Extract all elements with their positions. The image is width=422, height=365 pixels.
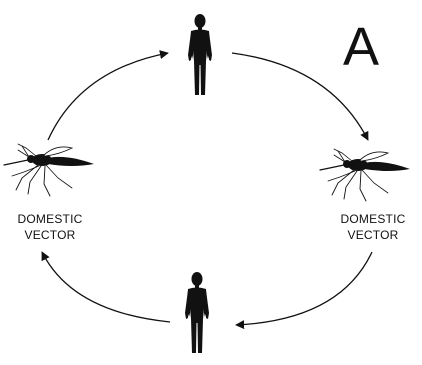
human-icon-bottom [185, 272, 209, 353]
arrow-right-to-bottom [236, 252, 372, 325]
panel-letter: A [343, 20, 379, 74]
human-icon-top [188, 14, 212, 95]
right-node-label: DOMESTIC VECTOR [318, 211, 422, 243]
mosquito-icon-right [320, 149, 410, 201]
left-label-line2: VECTOR [0, 227, 105, 243]
left-label-line1: DOMESTIC [0, 211, 105, 227]
right-label-line2: VECTOR [318, 227, 422, 243]
right-label-line1: DOMESTIC [318, 211, 422, 227]
arrow-left-to-top [48, 53, 168, 140]
arrow-bottom-to-left [42, 252, 170, 322]
left-node-label: DOMESTIC VECTOR [0, 211, 105, 243]
mosquito-icon-left [4, 144, 94, 196]
